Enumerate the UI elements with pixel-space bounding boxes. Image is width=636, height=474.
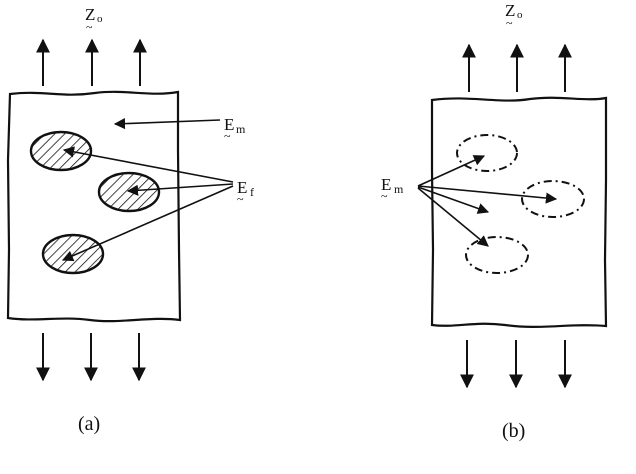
panel-b-specimen-body <box>430 96 608 328</box>
panel-a-fiber-tilde: ~ <box>237 192 244 206</box>
panel-b: Z o ~ E m ~ <box>381 1 608 442</box>
panel-b-matrix-label-sub: m <box>394 182 404 196</box>
panel-b-top-tilde: ~ <box>506 16 513 30</box>
panel-b-top-load-arrows <box>462 43 572 92</box>
void-inclusion-3 <box>465 236 529 274</box>
hatched-inclusion-3 <box>41 233 105 275</box>
panel-a-matrix-label-sub: m <box>236 122 246 136</box>
panel-a-hatched-inclusions <box>29 130 161 275</box>
void-inclusion-2 <box>521 180 585 218</box>
panel-a-caption: (a) <box>78 413 100 435</box>
panel-b-matrix-arrows <box>417 155 558 247</box>
panel-b-bottom-load-arrows <box>460 340 572 389</box>
panel-a-bottom-load-arrows <box>36 333 146 382</box>
panel-a-top-load-arrows <box>36 38 147 86</box>
panel-a-matrix-arrow <box>113 118 221 130</box>
hatched-inclusion-2 <box>97 171 161 213</box>
panel-a-fiber-label: E <box>237 178 247 197</box>
panel-a-top-tilde: ~ <box>86 20 93 34</box>
panel-b-top-label: Z <box>505 1 515 20</box>
void-inclusion-1 <box>456 134 518 172</box>
panel-a-matrix-label: E <box>224 115 234 134</box>
panel-a-top-label-sub: o <box>97 13 103 25</box>
panel-b-void-inclusions <box>456 134 585 274</box>
hatched-inclusion-1 <box>29 130 93 172</box>
panel-a-specimen-body <box>6 90 182 323</box>
panel-b-matrix-label: E <box>381 175 391 194</box>
panel-b-matrix-tilde: ~ <box>381 189 388 203</box>
panel-a-fiber-label-sub: f <box>250 185 254 199</box>
panel-a-fiber-arrows <box>61 146 234 262</box>
panel-a-top-label: Z <box>85 5 95 24</box>
panel-a: Z o ~ E m ~ E f ~ <box>6 5 254 435</box>
panel-b-top-label-sub: o <box>517 9 523 21</box>
panel-b-caption: (b) <box>502 420 525 442</box>
panel-a-matrix-tilde: ~ <box>224 129 231 143</box>
